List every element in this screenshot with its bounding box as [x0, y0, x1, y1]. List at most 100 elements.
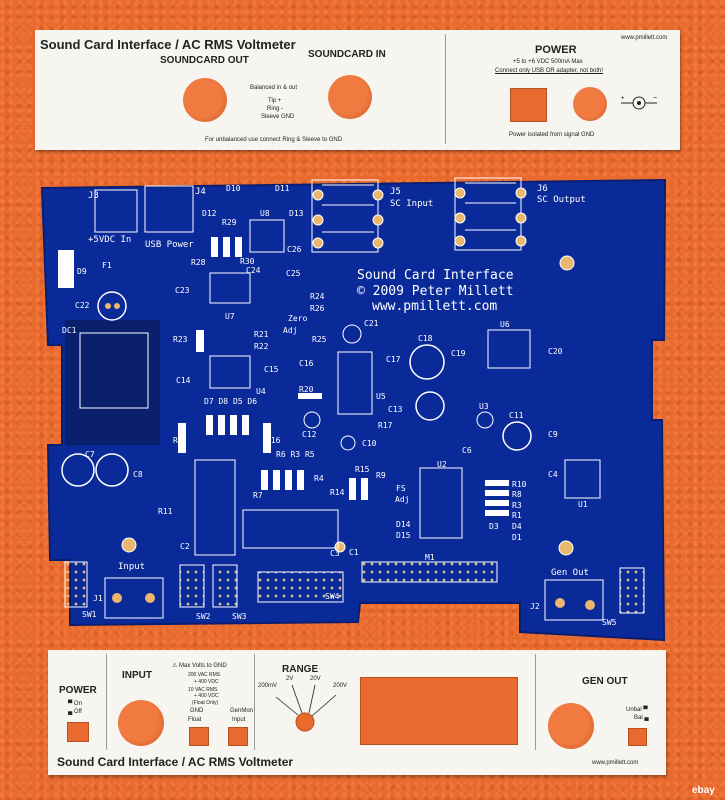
label-r3b: R3 [512, 501, 522, 510]
label-j6: J6 [537, 184, 548, 194]
svg-text:−: − [653, 95, 657, 102]
capacitor-c18 [409, 344, 445, 380]
input-jack-j1 [104, 577, 164, 619]
genmon-label: GenMon [230, 708, 254, 714]
input-sw-label: Input [232, 717, 246, 723]
label-r11: R11 [158, 507, 173, 516]
input-jack-hole [118, 700, 164, 746]
label-d1: D1 [512, 533, 522, 542]
power-off-text: Off [73, 709, 82, 715]
label-r14: R14 [330, 488, 345, 497]
range-20v: 20V [310, 676, 321, 682]
max-volts-text: Max Volts to GND [179, 663, 227, 669]
label-r23: R23 [173, 335, 188, 344]
label-fs-adj: Adj [395, 495, 410, 504]
bal-switch-cutout [628, 728, 647, 746]
label-u8: U8 [260, 209, 270, 218]
label-d7: D7 [204, 397, 214, 406]
label-c23: C23 [175, 286, 190, 295]
range-200mv: 200mV [258, 683, 278, 689]
svg-text:+: + [621, 96, 625, 102]
label-j3: J3 [88, 191, 99, 201]
label-c25: C25 [286, 269, 301, 278]
label-j5: J5 [390, 187, 401, 197]
label-r29: R29 [222, 218, 237, 227]
connector-j4 [144, 185, 194, 233]
label-c6: C6 [462, 446, 472, 455]
mount-hole [121, 537, 137, 553]
label-c15: C15 [264, 365, 279, 374]
capacitor-c12 [303, 411, 321, 429]
resistor-array [178, 237, 509, 516]
power-on-text: On [73, 701, 82, 707]
label-r1: R1 [512, 511, 522, 520]
label-d4: D4 [512, 522, 522, 531]
label-c1: C1 [349, 548, 359, 557]
label-d15: D15 [396, 531, 411, 540]
switch-sw1-block [64, 561, 88, 608]
label-fs: FS [396, 484, 406, 493]
ebay-watermark: ebay [692, 785, 715, 796]
label-gen-out: Gen Out [551, 568, 589, 578]
gnd-label: GND [190, 708, 204, 714]
label-r22: R22 [254, 342, 269, 351]
bottom-panel-url: www.pmillett.com [592, 760, 639, 766]
label-c3: C3 [330, 549, 340, 558]
label-r16: R16 [266, 436, 281, 445]
bottom-front-panel: POWER ▀ On ▄ Off INPUT ⚠ Max Volts to GN… [48, 650, 666, 775]
capacitor-c11 [502, 421, 532, 451]
bottom-divider-1 [106, 654, 107, 750]
mount-hole [558, 540, 574, 556]
power-warning: Connect only USB OR adapter, not both! [495, 68, 604, 74]
bottom-divider-3 [535, 654, 536, 750]
label-r25: R25 [312, 335, 327, 344]
ground-plane-area [65, 320, 160, 445]
label-c12: C12 [302, 430, 317, 439]
label-c18: C18 [418, 334, 433, 343]
capacitor-c13 [415, 391, 445, 421]
dc-polarity-icon: +− [621, 95, 657, 110]
label-u4: U4 [256, 387, 266, 396]
label-r20: R20 [299, 385, 314, 394]
header-m1 [361, 561, 498, 583]
label-r5: R5 [304, 450, 315, 459]
capacitor-c22 [97, 291, 127, 321]
label-r17: R17 [378, 421, 393, 430]
soundcard-out-hole [183, 78, 227, 122]
pcb-title-2: © 2009 Peter Millett [357, 284, 514, 299]
label-d12: D12 [202, 209, 217, 218]
power-label: POWER [535, 44, 577, 56]
capacitor-c7 [61, 453, 95, 487]
label-j6-name: SC Output [537, 195, 586, 205]
gnd-switch-cutout [189, 727, 209, 746]
label-sw5: SW5 [602, 618, 617, 627]
display-window-cutout [360, 677, 518, 745]
label-d9: D9 [77, 267, 87, 276]
label-d10: D10 [226, 184, 241, 193]
label-j4: J4 [195, 187, 206, 197]
gen-out-jack-hole [548, 703, 594, 749]
usb-cutout [510, 88, 547, 122]
label-r30: R30 [240, 257, 255, 266]
jack-j5 [311, 179, 384, 253]
float-label: Float [188, 717, 202, 723]
dc-converter-dc1 [79, 332, 149, 409]
spec-2c: (Float Only) [192, 700, 219, 706]
pcb-outline [40, 178, 667, 642]
range-label: RANGE [282, 664, 319, 675]
label-j1: J1 [93, 594, 103, 603]
label-c10: C10 [362, 439, 377, 448]
label-r7: R7 [253, 491, 263, 500]
label-c19: C19 [451, 349, 466, 358]
label-sw2: SW2 [196, 612, 211, 621]
gen-out-label: GEN OUT [582, 676, 628, 687]
label-u5: U5 [376, 392, 386, 401]
bottom-power-label: POWER [59, 685, 97, 696]
genmon-switch-cutout [228, 727, 248, 746]
label-d8: D8 [218, 397, 229, 406]
label-r3: R3 [290, 450, 301, 459]
range-selector-dial [275, 684, 337, 732]
label-c21: C21 [364, 319, 379, 328]
